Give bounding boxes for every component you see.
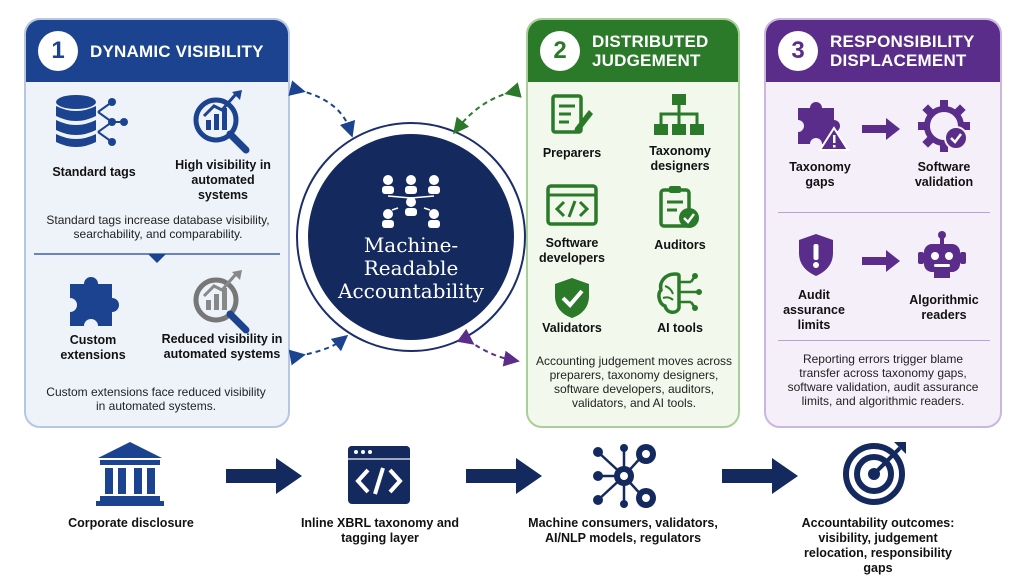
software-validation-label: Software validation [914,160,974,189]
flow-step-corporate-disclosure: Corporate disclosure [68,516,194,530]
panel3-title: RESPONSIBILITY DISPLACEMENT [830,32,975,70]
panel1-title: DYNAMIC VISIBILITY [90,41,264,61]
database-network-icon [56,95,128,147]
validators-label: Validators [542,321,602,335]
hub-inner: Machine-Readable Accountability [308,134,514,340]
panel2-description: Accounting judgement moves across prepar… [535,354,733,410]
flow-arrow-3 [722,458,798,494]
panel1-number: 1 [38,31,78,71]
panel3-divider-2 [778,340,990,341]
panel3-number: 3 [778,31,818,71]
arrow-right-icon [862,118,900,140]
connector-panel2-top [453,82,522,135]
responsibility-displacement-panel: 3 RESPONSIBILITY DISPLACEMENT [764,18,1002,428]
panel2-number: 2 [540,31,580,71]
panel3-description: Reporting errors trigger blame transfer … [787,352,979,408]
panel2-title: DISTRIBUTED JUDGEMENT [592,32,709,70]
robot-icon [918,231,966,278]
preparers-label: Preparers [542,146,602,160]
shield-alert-icon [799,234,833,276]
flow-step-inline-xbrl: Inline XBRL taxonomy and tagging layer [300,516,460,545]
shield-check-icon [555,278,589,318]
puzzle-warning-icon [798,102,850,151]
ai-tools-label: AI tools [657,321,703,335]
standard-tags-description: Standard tags increase database visibili… [46,213,270,241]
reduced-visibility-label: Reduced visibility in automated systems [161,332,283,361]
flow-step-accountability-outcomes: Accountability outcomes: visibility, jud… [801,516,955,575]
puzzle-piece-icon [70,277,119,326]
connector-panel2-bottom [456,328,520,367]
connector-panel1-top [288,80,356,138]
hub-title: Machine-Readable Accountability [338,232,484,303]
taxonomy-designers-label: Taxonomy designers [649,144,711,173]
panel3-header: 3 RESPONSIBILITY DISPLACEMENT [766,20,1000,82]
software-developers-label: Software developers [538,236,605,265]
bank-building-icon [96,442,164,506]
standard-tags-label: Standard tags [52,165,136,179]
custom-extensions-label: Custom extensions [60,333,126,362]
flow-arrow-1 [226,458,302,494]
network-gears-icon [593,444,656,508]
code-window-icon [546,184,598,226]
panel2-header: 2 DISTRIBUTED JUDGEMENT [528,20,738,82]
machine-readable-accountability-hub: Machine-Readable Accountability [296,122,526,352]
ai-brain-icon [657,272,702,314]
panel1-header: 1 DYNAMIC VISIBILITY [26,20,288,82]
high-visibility-label: High visibility in automated systems [175,158,271,202]
gear-check-icon [918,100,970,152]
algorithmic-readers-label: Algorithmic readers [909,293,979,322]
taxonomy-gaps-label: Taxonomy gaps [789,160,851,189]
dynamic-visibility-panel: 1 DYNAMIC VISIBILITY [24,18,290,428]
audit-limits-label: Audit assurance limits [783,288,845,332]
flow-arrow-2 [466,458,542,494]
flow-step-machine-consumers: Machine consumers, validators, AI/NLP mo… [528,516,718,545]
panel1-divider [34,253,280,263]
org-chart-people-icon [382,174,440,228]
target-icon [843,442,906,505]
analytics-magnifier-icon [193,90,250,154]
arrow-right-icon-2 [862,250,900,272]
auditors-label: Auditors [654,238,706,252]
clipboard-check-icon [659,186,699,228]
panel3-divider [778,212,990,213]
document-pen-icon [551,94,593,134]
hierarchy-icon [654,94,704,135]
connector-panel1-bottom [288,334,349,366]
xbrl-code-window-icon [348,446,410,504]
reduced-analytics-icon [193,270,250,334]
custom-extensions-description: Custom extensions face reduced visibilit… [46,385,266,413]
